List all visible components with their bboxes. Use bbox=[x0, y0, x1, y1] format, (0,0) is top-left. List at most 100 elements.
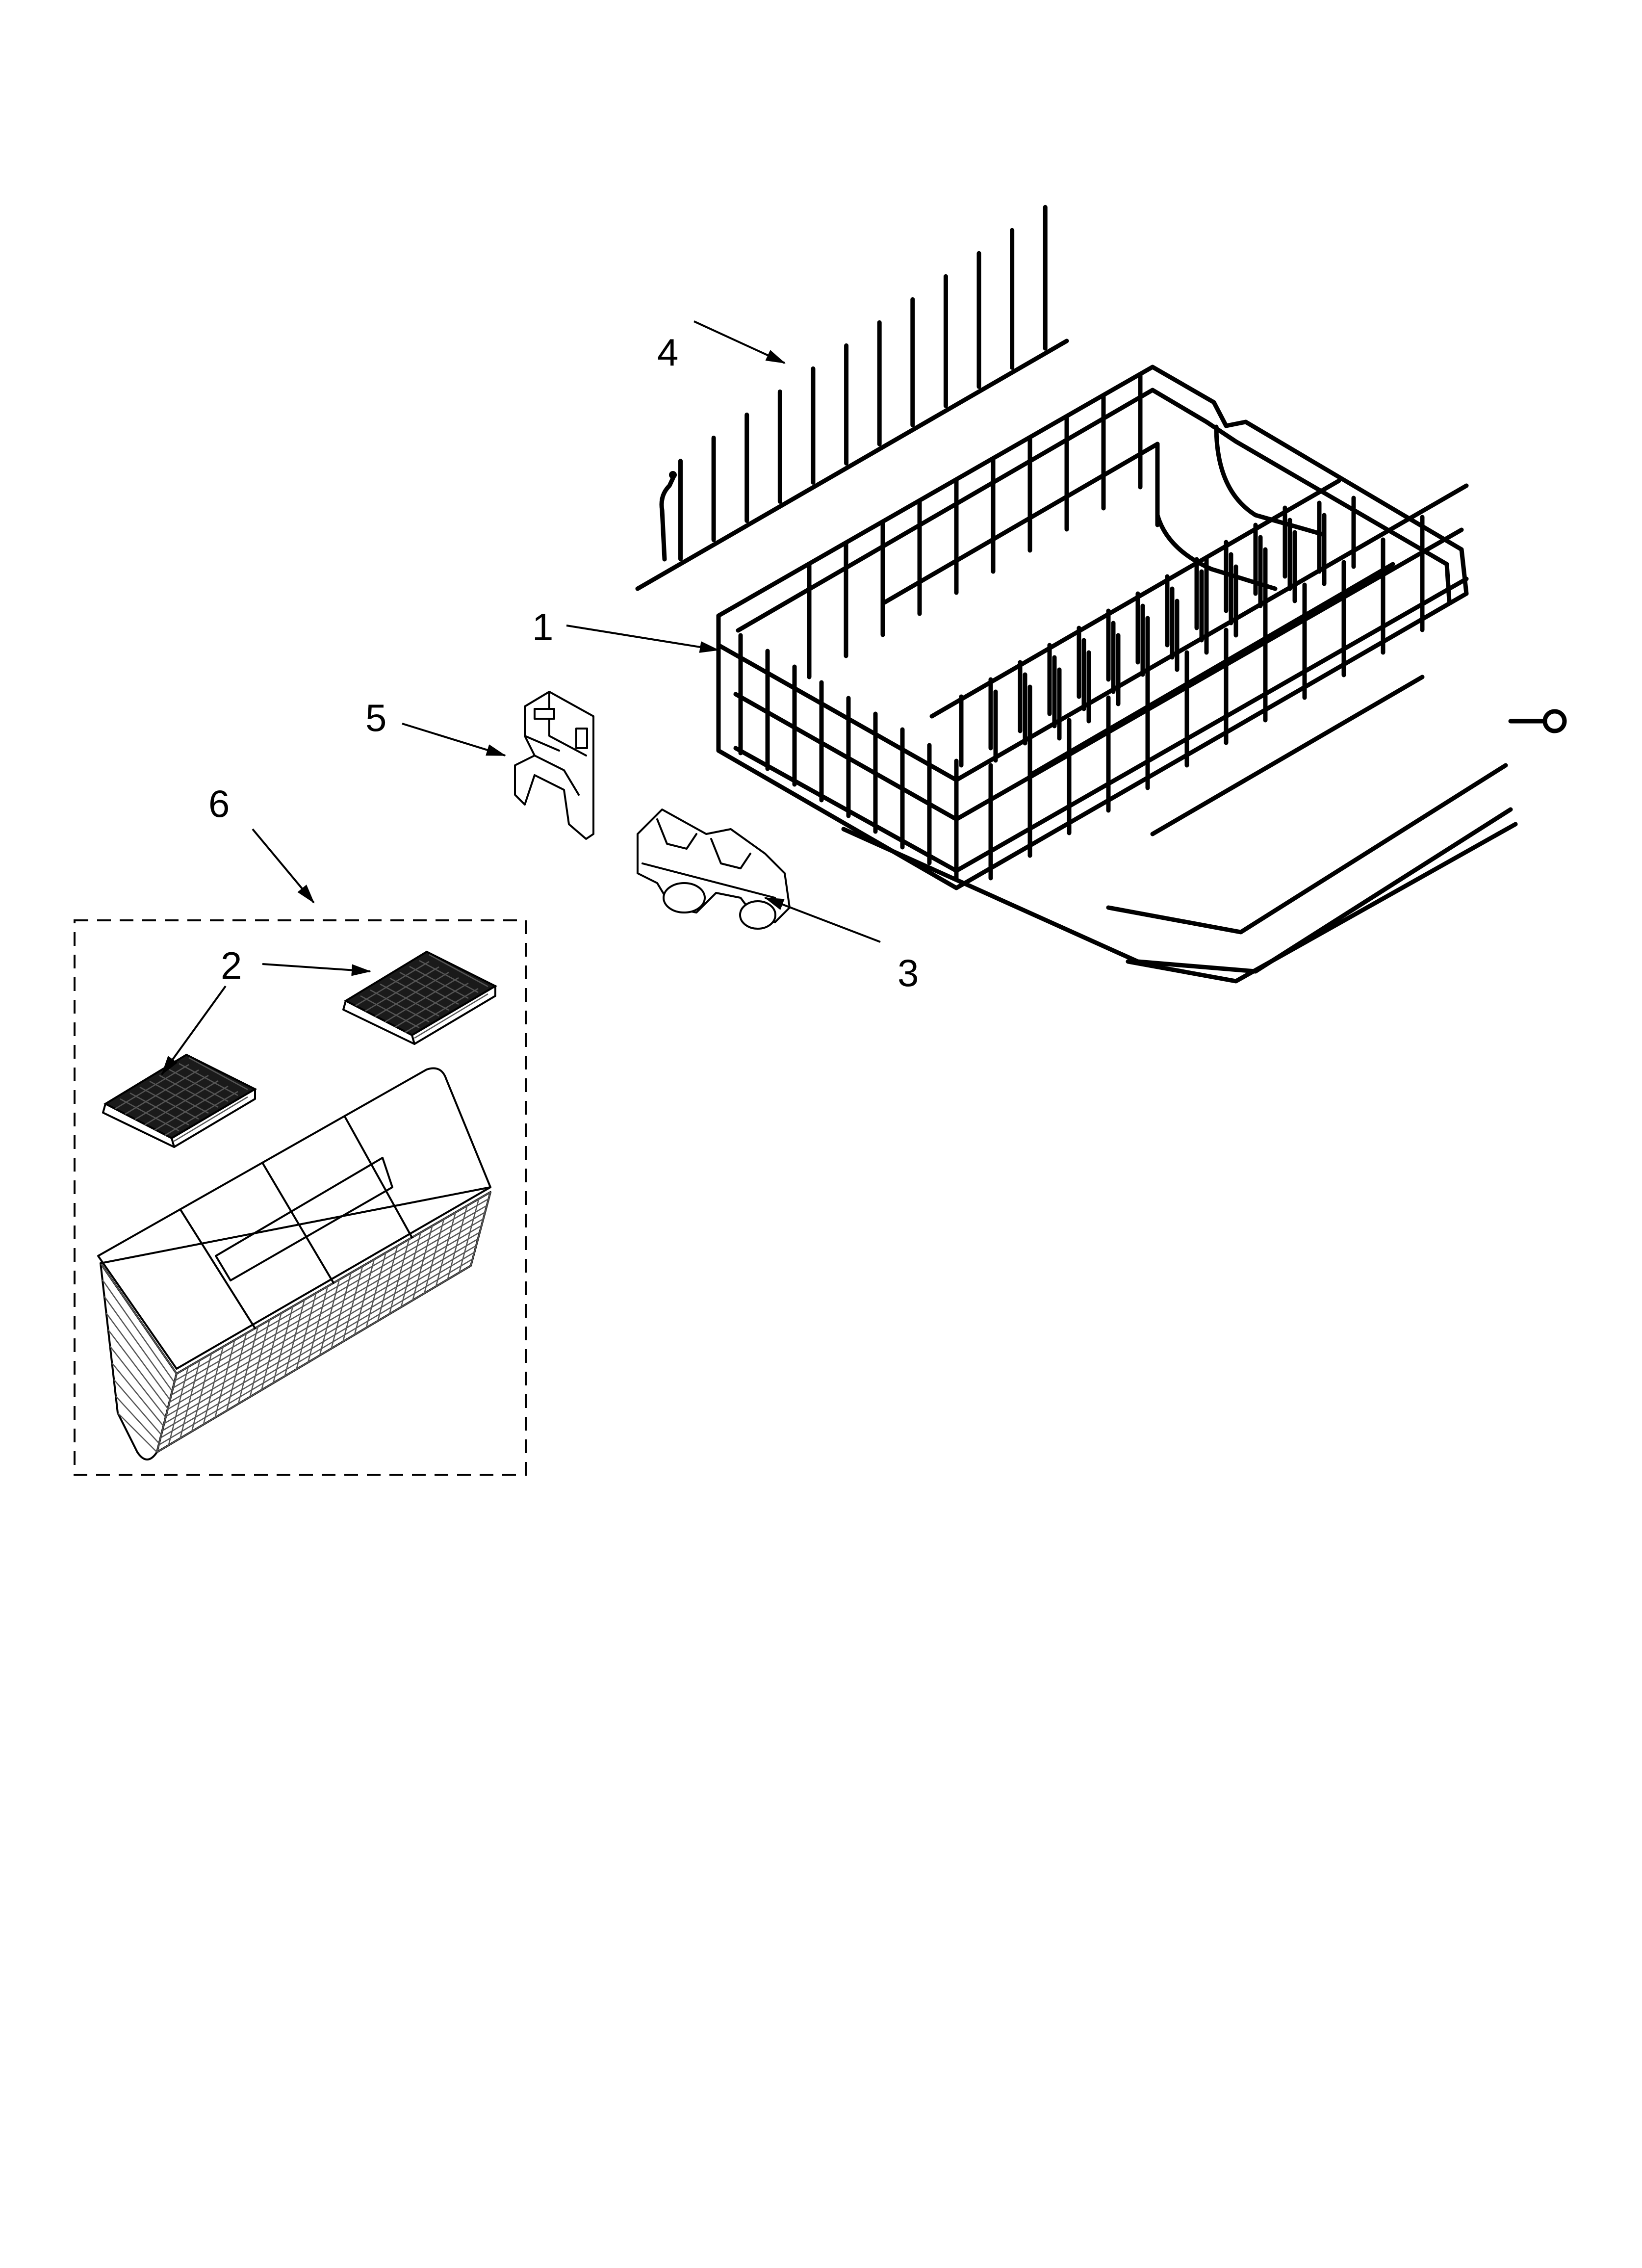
mesh-wire bbox=[113, 1379, 162, 1435]
basket-divider bbox=[261, 1162, 334, 1284]
cover-rib bbox=[399, 971, 459, 1005]
callout-2: 2 bbox=[221, 944, 242, 987]
cover-rib bbox=[134, 1074, 209, 1121]
leader-5 bbox=[402, 723, 506, 756]
mesh-wire bbox=[307, 1286, 329, 1363]
leader-3 bbox=[764, 897, 881, 943]
cover-rib bbox=[159, 1074, 219, 1108]
cover-rib bbox=[154, 1085, 229, 1131]
cover-rib bbox=[419, 960, 479, 993]
mesh-wire bbox=[117, 1412, 157, 1453]
callout-3: 3 bbox=[898, 951, 919, 994]
cover-rib bbox=[375, 971, 449, 1017]
mesh-wire bbox=[158, 1258, 473, 1446]
mesh-wire bbox=[296, 1293, 317, 1370]
mesh-wire bbox=[174, 1198, 489, 1382]
mesh-wire bbox=[365, 1252, 386, 1328]
cover-rib bbox=[355, 961, 430, 1007]
mesh-wire bbox=[237, 1326, 259, 1404]
mesh-wire bbox=[272, 1306, 294, 1383]
mesh-wire bbox=[412, 1225, 433, 1301]
silverware-basket-part[interactable] bbox=[97, 1067, 491, 1460]
mesh-wire bbox=[249, 1320, 270, 1397]
leader-1 bbox=[566, 625, 719, 653]
mesh-wire bbox=[173, 1205, 487, 1389]
callout-4: 4 bbox=[657, 331, 678, 374]
basket-divider bbox=[343, 1115, 413, 1239]
mesh-wire bbox=[111, 1362, 164, 1427]
cover-rib bbox=[385, 977, 459, 1023]
cover-rib bbox=[380, 983, 439, 1017]
mesh-wire bbox=[107, 1329, 169, 1409]
cover-rib bbox=[429, 954, 488, 988]
rack-clip-part[interactable] bbox=[514, 691, 594, 840]
mesh-wire bbox=[169, 1218, 484, 1403]
mesh-wire bbox=[167, 1225, 482, 1410]
cover-rib bbox=[365, 966, 439, 1012]
mesh-wire bbox=[160, 1251, 475, 1438]
cover-rib bbox=[389, 977, 449, 1011]
mesh-wire bbox=[180, 1360, 201, 1439]
mesh-wire bbox=[162, 1245, 477, 1432]
cover-rib bbox=[169, 1069, 229, 1102]
mesh-wire bbox=[109, 1346, 166, 1418]
basket-cover-part-upper[interactable] bbox=[342, 950, 498, 1045]
cover-rib bbox=[164, 1091, 238, 1137]
mesh-wire bbox=[165, 1231, 480, 1417]
wheel-bracket-part[interactable] bbox=[637, 808, 791, 930]
mesh-wire bbox=[470, 1192, 491, 1266]
mesh-wire bbox=[115, 1396, 160, 1444]
lower-dish-rack-part[interactable] bbox=[716, 365, 1567, 984]
basket-cover-part-lower[interactable] bbox=[102, 1053, 257, 1148]
mesh-wire bbox=[226, 1333, 247, 1411]
cover-rib bbox=[360, 995, 420, 1029]
mesh-wire bbox=[156, 1373, 178, 1453]
cover-rib bbox=[139, 1086, 199, 1120]
mesh-wire bbox=[331, 1273, 352, 1349]
callout-5: 5 bbox=[365, 696, 386, 739]
mesh-wire bbox=[319, 1279, 340, 1356]
cover-rib bbox=[129, 1092, 189, 1126]
cover-rib bbox=[188, 1057, 248, 1091]
leader-2-lower bbox=[161, 985, 227, 1075]
callout-6: 6 bbox=[208, 782, 230, 825]
mesh-wire bbox=[423, 1219, 445, 1294]
basket-divider bbox=[179, 1208, 256, 1330]
cover-rib bbox=[414, 993, 488, 1039]
cover-rib bbox=[394, 982, 469, 1028]
mesh-wire bbox=[284, 1299, 305, 1377]
mesh-wire bbox=[377, 1246, 398, 1321]
leader-4 bbox=[693, 320, 786, 364]
mesh-wire bbox=[342, 1266, 363, 1342]
mesh-wire bbox=[102, 1279, 175, 1383]
mesh-wire bbox=[388, 1239, 410, 1314]
cover-rib bbox=[370, 989, 430, 1023]
mesh-wire bbox=[168, 1366, 189, 1446]
mesh-wire bbox=[261, 1313, 282, 1390]
mesh-wire bbox=[171, 1211, 486, 1396]
leader-2-upper bbox=[262, 963, 371, 976]
cover-rib bbox=[404, 988, 479, 1034]
mesh-wire bbox=[354, 1259, 375, 1335]
mesh-wire bbox=[435, 1212, 457, 1287]
mesh-wire bbox=[163, 1238, 479, 1424]
mesh-wire bbox=[400, 1232, 421, 1307]
mesh-wire bbox=[105, 1312, 171, 1401]
cover-rib bbox=[149, 1080, 209, 1114]
mesh-wire bbox=[203, 1346, 224, 1425]
mesh-wire bbox=[214, 1340, 235, 1418]
silverware-basket-kit-box bbox=[74, 919, 527, 1476]
mesh-wire bbox=[447, 1205, 468, 1280]
cover-rib bbox=[144, 1080, 219, 1126]
cover-rib bbox=[179, 1063, 238, 1096]
callout-1: 1 bbox=[532, 605, 553, 649]
mesh-wire bbox=[156, 1265, 471, 1453]
mesh-wire bbox=[191, 1353, 212, 1432]
tine-row-part[interactable] bbox=[635, 205, 1069, 591]
leader-6 bbox=[252, 828, 315, 904]
cover-rib bbox=[409, 965, 469, 999]
cover-rib bbox=[174, 1096, 248, 1142]
cover-rib bbox=[120, 1098, 180, 1132]
cover-rib bbox=[125, 1069, 199, 1115]
